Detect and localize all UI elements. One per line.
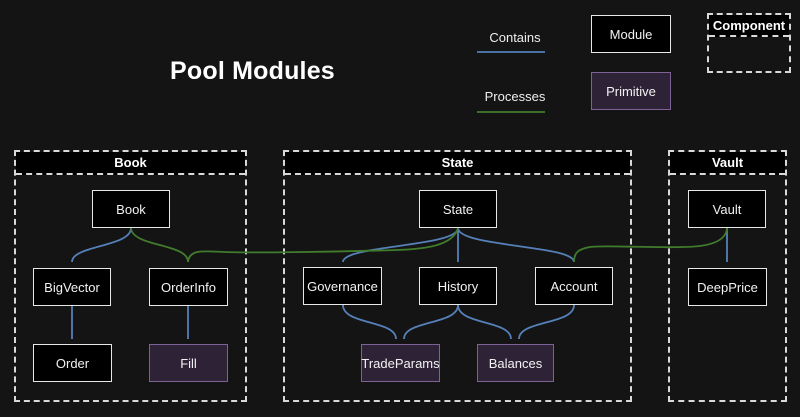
node-bigvector: BigVector	[33, 268, 111, 306]
node-fill: Fill	[149, 344, 228, 382]
node-history: History	[419, 267, 497, 305]
node-state: State	[419, 190, 497, 228]
node-balances: Balances	[477, 344, 554, 382]
legend-component-label: Component	[709, 15, 789, 37]
node-account: Account	[535, 267, 613, 305]
legend-contains-label: Contains	[477, 30, 553, 45]
book-container-title: Book	[16, 152, 245, 175]
diagram-title: Pool Modules	[170, 57, 335, 86]
node-order: Order	[33, 344, 112, 382]
node-tradeparams: TradeParams	[361, 344, 440, 382]
node-deepprice: DeepPrice	[688, 268, 767, 306]
state-container-title: State	[285, 152, 630, 175]
legend-module-node: Module	[591, 15, 671, 53]
node-vault: Vault	[688, 190, 766, 228]
node-book: Book	[92, 190, 170, 228]
legend-component-box: Component	[707, 13, 791, 73]
node-orderinfo: OrderInfo	[149, 268, 228, 306]
legend-primitive-node: Primitive	[591, 72, 671, 110]
vault-container-title: Vault	[670, 152, 785, 175]
node-governance: Governance	[303, 267, 382, 305]
legend-processes-label: Processes	[477, 89, 553, 104]
